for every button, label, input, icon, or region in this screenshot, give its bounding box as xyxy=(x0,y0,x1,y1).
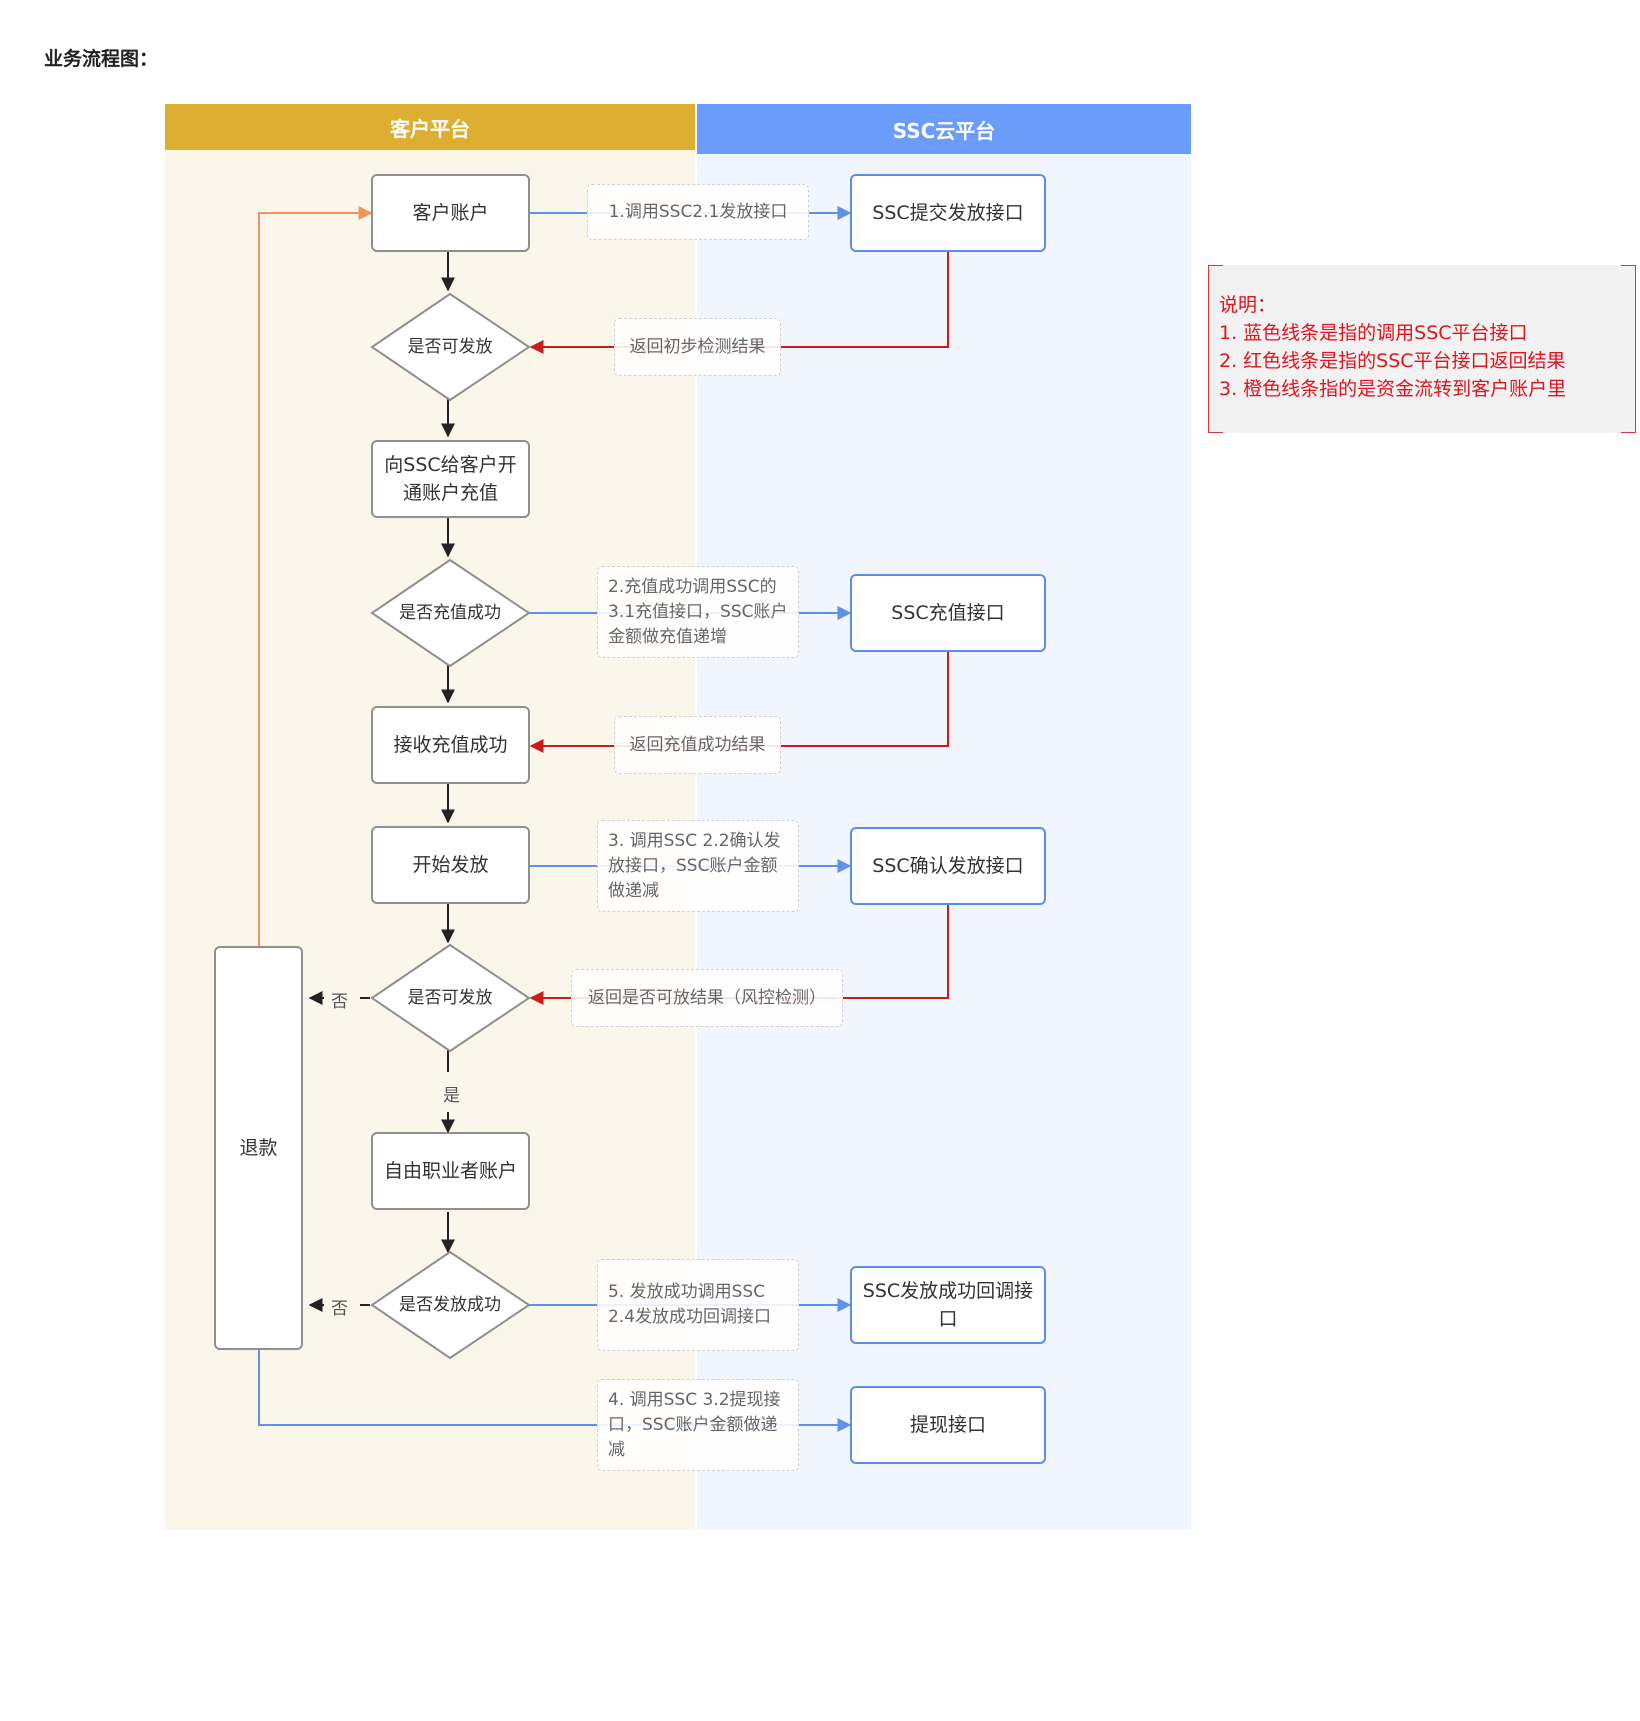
open-account-recharge-node: 向SSC给客户开通账户充值 xyxy=(371,440,530,518)
call-22-label: 3. 调用SSC 2.2确认发放接口，SSC账户金额做递减 xyxy=(597,820,799,912)
decision-can-issue-2 xyxy=(370,943,531,1053)
page-title: 业务流程图： xyxy=(44,48,159,70)
legend-item: 1. 蓝色线条是指的调用SSC平台接口 xyxy=(1219,322,1528,344)
receive-recharge-success-node: 接收充值成功 xyxy=(371,706,530,784)
no-label-1: 否 xyxy=(331,992,348,1012)
call-32-label: 4. 调用SSC 3.2提现接口，SSC账户金额做递减 xyxy=(597,1379,799,1471)
legend-item: 3. 橙色线条指的是资金流转到客户账户里 xyxy=(1219,378,1567,400)
withdraw-node: 提现接口 xyxy=(850,1386,1046,1464)
client-lane-header: 客户平台 xyxy=(165,104,695,150)
can-issue-2-label: 是否可发放 xyxy=(407,988,493,1008)
issue-success-label: 是否发放成功 xyxy=(399,1295,501,1315)
start-issue-node: 开始发放 xyxy=(371,826,530,904)
return-initial-label: 返回初步检测结果 xyxy=(614,318,781,376)
ssc-confirm-issue-node: SSC确认发放接口 xyxy=(850,827,1046,905)
orange-fund-line xyxy=(258,206,373,946)
freelancer-account-node: 自由职业者账户 xyxy=(371,1132,530,1210)
ssc-recharge-node: SSC充值接口 xyxy=(850,574,1046,652)
ssc-submit-issue-node: SSC提交发放接口 xyxy=(850,174,1046,252)
call-21-label: 1.调用SSC2.1发放接口 xyxy=(587,184,809,240)
legend-title: 说明： xyxy=(1219,294,1277,316)
return-risk-label: 返回是否可放结果（风控检测） xyxy=(571,969,843,1027)
legend-note: 说明： 1. 蓝色线条是指的调用SSC平台接口 2. 红色线条是指的SSC平台接… xyxy=(1208,265,1636,433)
blue-call-lines xyxy=(258,206,852,1432)
legend-item: 2. 红色线条是指的SSC平台接口返回结果 xyxy=(1219,350,1566,372)
decision-recharge-success xyxy=(370,558,531,668)
no-label-2: 否 xyxy=(331,1299,348,1319)
recharge-success-label: 是否充值成功 xyxy=(399,603,501,623)
ssc-lane-header: SSC云平台 xyxy=(697,104,1191,154)
can-issue-1-label: 是否可发放 xyxy=(407,337,493,357)
call-24-label: 5. 发放成功调用SSC 2.4发放成功回调接口 xyxy=(597,1259,799,1351)
ssc-issue-callback-node: SSC发放成功回调接口 xyxy=(850,1266,1046,1344)
decision-issue-success xyxy=(370,1250,531,1360)
return-recharge-label: 返回充值成功结果 xyxy=(614,716,781,774)
decision-can-issue-1 xyxy=(370,292,531,402)
customer-account-node: 客户账户 xyxy=(371,174,530,252)
yes-label: 是 xyxy=(441,1081,462,1106)
main-flow-lines xyxy=(308,252,455,1312)
refund-node: 退款 xyxy=(214,946,303,1350)
call-31-label: 2.充值成功调用SSC的3.1充值接口，SSC账户金额做充值递增 xyxy=(597,566,799,658)
